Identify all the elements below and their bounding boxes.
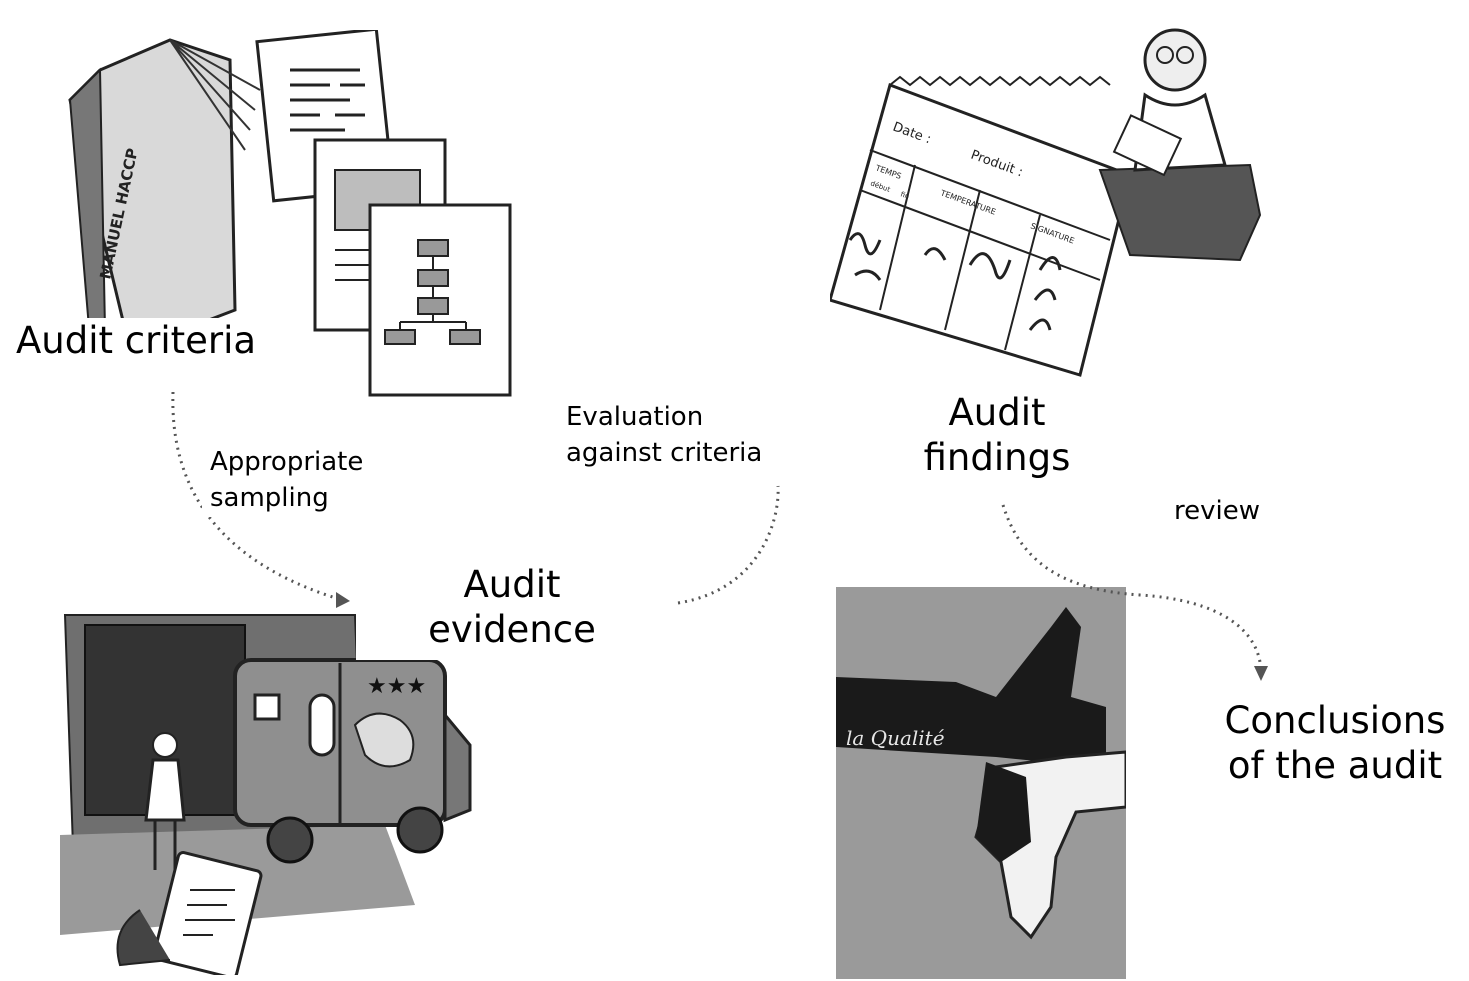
label-review: review — [1174, 493, 1260, 529]
label-conclusions-of-the-audit: Conclusions of the audit — [1205, 698, 1465, 788]
findings-record-sheet-illustration: Date : Produit : TEMPS TEMPERATURE SIGNA… — [830, 28, 1262, 377]
sheet-fin: fin — [899, 190, 910, 201]
audit-criteria-text: Audit criteria — [16, 319, 257, 362]
truck-stars: ★★★ — [367, 674, 426, 699]
sampling-line-2: sampling — [210, 483, 329, 514]
evaluation-line-2: against criteria — [566, 438, 763, 469]
arrow-evidence-to-findings — [677, 485, 780, 605]
label-appropriate-sampling: Appropriate sampling — [202, 444, 372, 517]
evaluation-line-1: Evaluation — [566, 402, 704, 432]
arrow-findings-to-conclusions — [1001, 504, 1263, 673]
criteria-documents-illustration: MANUEL HACCP — [68, 30, 512, 397]
review-text: review — [1174, 496, 1260, 526]
conclusions-line-1: Conclusions — [1224, 699, 1446, 742]
findings-line-2: findings — [923, 436, 1071, 480]
evidence-truck-illustration: ★★★ — [60, 614, 472, 975]
label-audit-findings: Audit findings — [912, 390, 1082, 480]
conclusions-thumbs-photo: la Qualité — [836, 587, 1126, 979]
evidence-line-1: Audit — [463, 563, 561, 606]
label-audit-criteria: Audit criteria — [16, 318, 263, 368]
photo-caption: la Qualité — [846, 726, 945, 750]
sampling-line-1: Appropriate — [210, 447, 364, 477]
label-audit-evidence: Audit evidence — [356, 562, 668, 661]
label-evaluation-against-criteria: Evaluation against criteria — [566, 399, 769, 478]
conclusions-line-2: of the audit — [1227, 744, 1443, 788]
evidence-line-2: evidence — [428, 608, 596, 652]
findings-line-1: Audit — [948, 391, 1046, 434]
